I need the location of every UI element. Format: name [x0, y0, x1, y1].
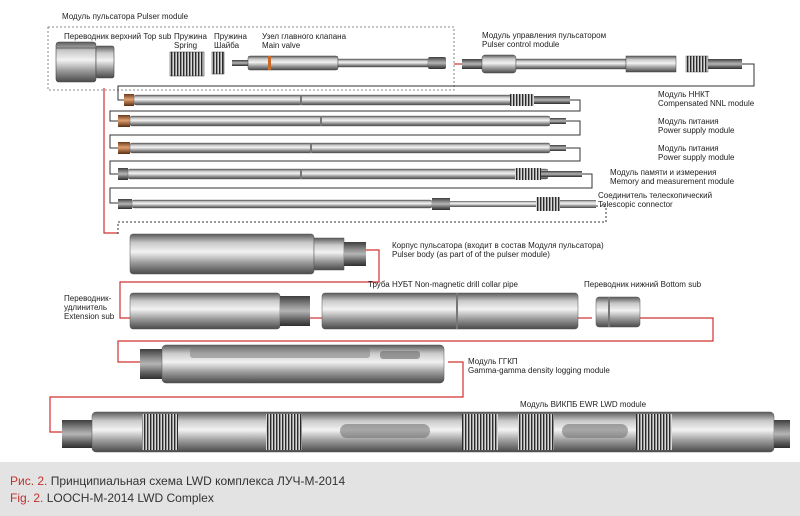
label-spring-ru: Пружина	[174, 32, 207, 41]
caption-ru-prefix: Рис. 2.	[10, 474, 48, 488]
connector-memory-to-telescopic	[109, 173, 593, 204]
nnl-module	[124, 94, 570, 106]
label-pulser-control-en: Pulser control module	[482, 40, 560, 49]
label-extension-ru2: удлинитель	[64, 303, 108, 312]
telescopic-connector	[118, 197, 596, 211]
label-telescopic-ru: Соединитель телескопический	[598, 191, 713, 200]
power-supply-module-1	[118, 115, 566, 127]
label-extension-ru1: Переводник-	[64, 294, 112, 303]
label-ggkp-ru: Модуль ГГКП	[468, 357, 518, 366]
figure-caption: Рис. 2. Принципиальная схема LWD комплек…	[0, 462, 800, 516]
label-power1-ru: Модуль питания	[658, 117, 719, 126]
caption-en-text: LOOCH-M-2014 LWD Complex	[43, 491, 214, 505]
extension-sub	[129, 292, 310, 330]
label-pulser-control-ru: Модуль управления пульсатором	[482, 31, 607, 40]
label-top-sub: Переводник верхний Top sub	[64, 32, 172, 41]
caption-en-prefix: Fig. 2.	[10, 491, 44, 505]
label-nnl-ru: Модуль ННКТ	[658, 90, 710, 99]
connector-telescopic-to-body	[117, 205, 607, 236]
label-main-valve-en: Main valve	[262, 41, 301, 50]
label-nmdc: Труба НУБТ Non-magnetic drill collar pip…	[368, 280, 518, 289]
label-telescopic-en: Telescopic connector	[598, 200, 673, 209]
connector-nnl-to-power1	[109, 99, 581, 122]
label-pulser-module: Модуль пульсатора Pulser module	[62, 12, 189, 21]
memory-module	[118, 168, 582, 180]
washer	[211, 51, 225, 75]
pulser-body	[129, 233, 366, 275]
pulser-module-box	[47, 26, 455, 91]
label-extension-en: Extension sub	[64, 312, 115, 321]
connector-pulser-body-to-extension	[119, 249, 380, 319]
label-main-valve-ru: Узел главного клапана	[262, 32, 347, 41]
label-pulser-body-ru: Корпус пульсатора (входит в состав Модул…	[392, 241, 604, 250]
ggkp-module	[140, 344, 445, 384]
label-bottom-sub: Переводник нижний Bottom sub	[584, 280, 702, 289]
caption-ru-text: Принципиальная схема LWD комплекса ЛУЧ-М…	[47, 474, 346, 488]
nmdc-pipe	[321, 292, 579, 330]
label-power1-en: Power supply module	[658, 126, 735, 135]
label-ewr: Модуль ВИКПБ EWR LWD module	[520, 400, 647, 409]
connector-ggkp-to-ewr	[49, 361, 464, 433]
label-nnl-en: Compensated NNL module	[658, 99, 755, 108]
connector-lines	[49, 63, 714, 433]
label-spring-en: Spring	[174, 41, 198, 50]
ewr-module	[62, 411, 790, 453]
top-sub	[55, 41, 115, 83]
main-valve	[232, 55, 446, 71]
connector-bottom-to-ggkp	[117, 317, 714, 363]
label-washer-en: Шайба	[214, 41, 240, 50]
tool-schematic	[47, 26, 790, 453]
label-power2-ru: Модуль питания	[658, 144, 719, 153]
connector-lines-dark	[109, 63, 755, 236]
caption-ru: Рис. 2. Принципиальная схема LWD комплек…	[10, 473, 345, 489]
label-memory-ru: Модуль памяти и измерения	[610, 168, 717, 177]
pulser-control-module	[462, 54, 742, 74]
connector-power1-to-power2	[109, 120, 581, 149]
label-power2-en: Power supply module	[658, 153, 735, 162]
label-pulser-body-en: Pulser body (as part of of the pulser mo…	[392, 250, 550, 259]
label-washer-ru: Пружина	[214, 32, 247, 41]
bottom-sub	[595, 296, 641, 328]
label-ggkp-en: Gamma-gamma density logging module	[468, 366, 610, 375]
label-memory-en: Memory and measurement module	[610, 177, 735, 186]
connector-power2-to-memory	[109, 147, 581, 175]
connector-control-to-nnl	[117, 63, 755, 101]
caption-en: Fig. 2. LOOCH-M-2014 LWD Complex	[10, 490, 214, 506]
connector-top-sub-to-pulser-body	[103, 88, 118, 234]
spring	[169, 51, 205, 77]
power-supply-module-2	[118, 142, 566, 154]
